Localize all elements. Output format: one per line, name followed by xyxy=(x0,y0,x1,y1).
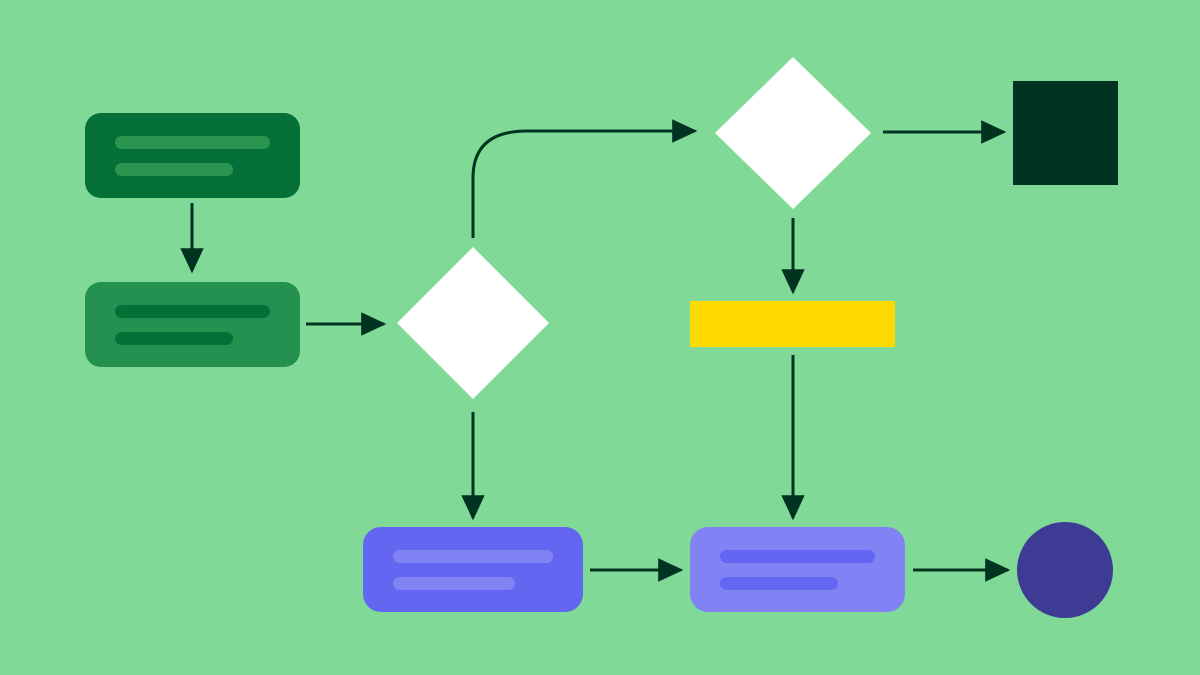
card-text-bar-secondary xyxy=(115,162,233,176)
diamond-shape-icon xyxy=(397,247,549,399)
card-text-bar-primary xyxy=(115,304,270,318)
card-text-bar-primary xyxy=(115,135,270,149)
circle-shape-icon xyxy=(1017,522,1113,618)
green-process-card-top[interactable] xyxy=(85,113,300,198)
card-text-bar-secondary xyxy=(393,576,515,590)
card-text-bar-secondary xyxy=(720,576,838,590)
card-text-bar-primary xyxy=(393,549,553,563)
card-text-bar-primary xyxy=(720,549,875,563)
edge-diamond-left-to-diamond-top xyxy=(471,119,698,238)
green-process-card-bottom[interactable] xyxy=(85,282,300,367)
terminal-indigo-circle[interactable] xyxy=(1017,522,1113,618)
highlight-yellow-bar[interactable] xyxy=(690,301,895,347)
purple-process-card-right[interactable] xyxy=(690,527,905,612)
decision-diamond-left[interactable] xyxy=(397,247,549,399)
decision-diamond-top[interactable] xyxy=(715,57,871,209)
terminal-dark-square[interactable] xyxy=(1013,81,1118,185)
purple-process-card-left[interactable] xyxy=(363,527,583,612)
diamond-shape-icon xyxy=(715,57,871,209)
card-text-bar-secondary xyxy=(115,331,233,345)
